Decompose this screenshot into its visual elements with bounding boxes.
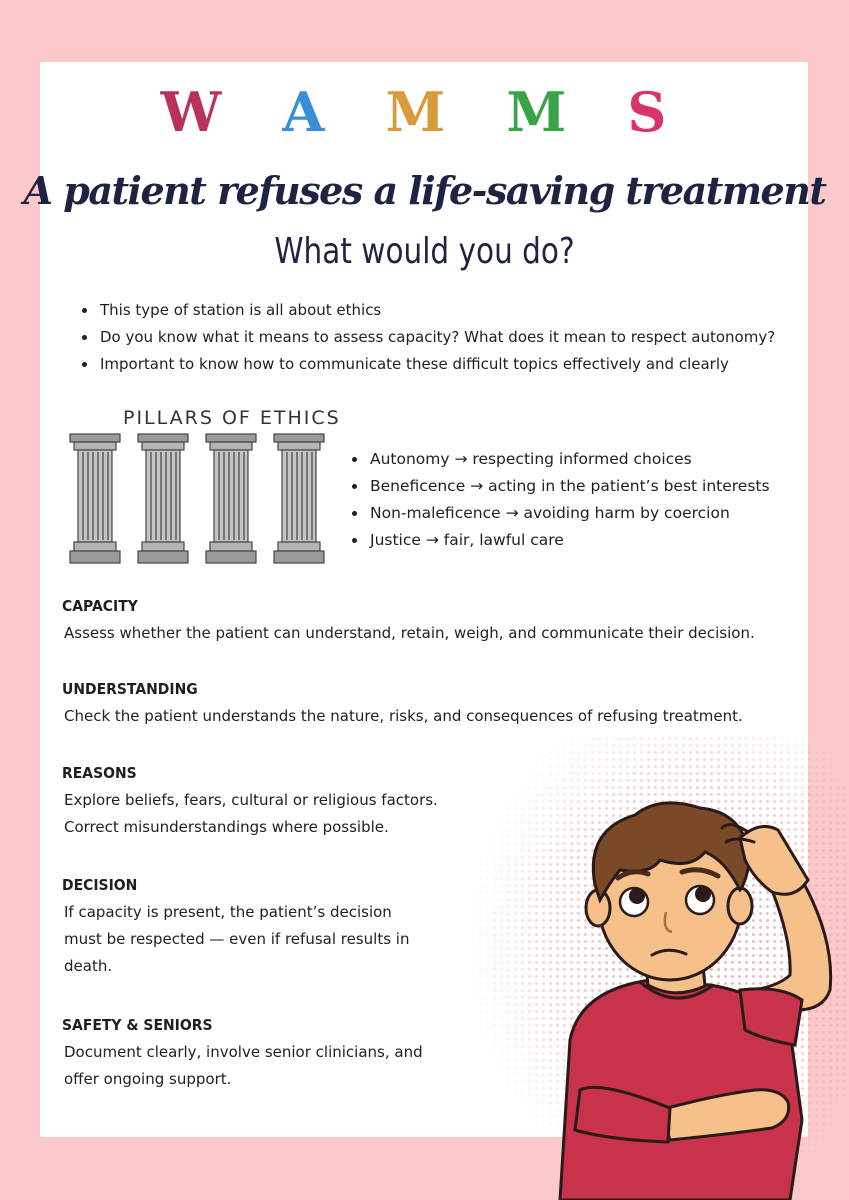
intro-item: Important to know how to communicate the… (98, 351, 818, 378)
logo-letter-a: A (282, 80, 347, 144)
logo-letter-m1: M (385, 80, 468, 144)
page-title: A patient refuses a life-saving treatmen… (23, 168, 827, 213)
section-text: Correct misunderstandings where possible… (64, 818, 389, 836)
intro-item: Do you know what it means to assess capa… (98, 324, 818, 351)
pillars-list: Autonomy → respecting informed choices B… (348, 446, 808, 554)
page-subtitle: What would you do? (274, 231, 575, 272)
section-text: Check the patient understands the nature… (64, 707, 743, 725)
logo-letter-w: W (160, 80, 244, 144)
section-text: Assess whether the patient can understan… (64, 624, 755, 642)
intro-list: This type of station is all about ethics… (76, 297, 818, 378)
section-safety-seniors: SAFETY & SENIORS Document clearly, invol… (62, 1012, 423, 1093)
section-capacity: CAPACITY Assess whether the patient can … (62, 593, 755, 647)
pillar-item-autonomy: Autonomy → respecting informed choices (368, 446, 808, 473)
section-reasons: REASONS Explore beliefs, fears, cultural… (62, 760, 438, 841)
section-text: Document clearly, involve senior clinici… (64, 1043, 423, 1061)
confused-person-illustration (558, 801, 833, 1200)
section-text: Explore beliefs, fears, cultural or reli… (64, 791, 438, 809)
pillar-item-non-maleficence: Non-maleficence → avoiding harm by coerc… (368, 500, 808, 527)
section-text: must be respected — even if refusal resu… (64, 930, 410, 948)
section-text: If capacity is present, the patient’s de… (64, 903, 392, 921)
section-text: offer ongoing support. (64, 1070, 232, 1088)
section-heading: SAFETY & SENIORS (62, 1016, 213, 1034)
greek-column-icon (69, 433, 325, 564)
pillar-item-beneficence: Beneficence → acting in the patient’s be… (368, 473, 808, 500)
section-heading: UNDERSTANDING (62, 680, 198, 698)
pillars-heading: PILLARS OF ETHICS (123, 407, 341, 429)
wamms-logo: W A M M S (0, 80, 849, 144)
section-understanding: UNDERSTANDING Check the patient understa… (62, 676, 743, 730)
section-text: death. (64, 957, 113, 975)
section-decision: DECISION If capacity is present, the pat… (62, 872, 409, 980)
logo-letter-s: S (627, 80, 689, 144)
section-heading: DECISION (62, 876, 138, 894)
logo-letter-m2: M (506, 80, 589, 144)
section-heading: CAPACITY (62, 597, 138, 615)
intro-item: This type of station is all about ethics (98, 297, 818, 324)
pillar-item-justice: Justice → fair, lawful care (368, 527, 808, 554)
section-heading: REASONS (62, 764, 137, 782)
